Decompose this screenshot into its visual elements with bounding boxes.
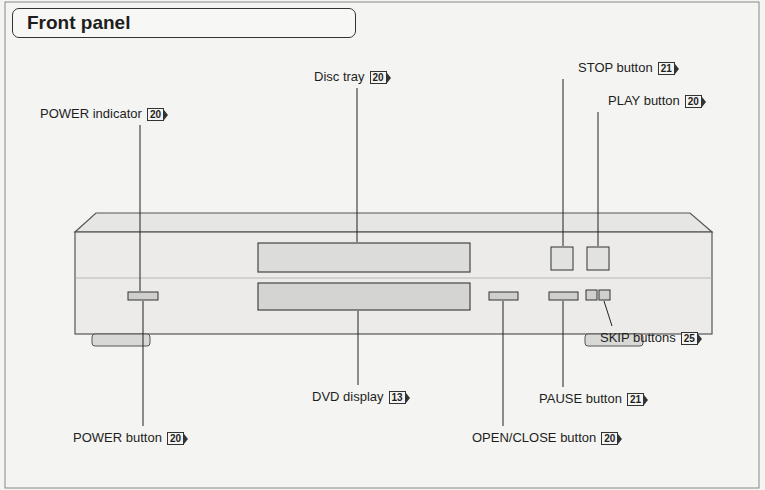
- part-name: Disc tray: [314, 69, 365, 84]
- part-name: OPEN/CLOSE button: [472, 430, 596, 445]
- dvd-display: [258, 283, 470, 310]
- part-name: POWER button: [73, 430, 162, 445]
- leader-lines: [140, 79, 612, 426]
- part-name: DVD display: [312, 389, 384, 404]
- panel-line: [75, 278, 712, 279]
- page-reference: 25: [681, 332, 698, 345]
- page-reference: 20: [601, 432, 618, 445]
- skip-button: [599, 290, 610, 300]
- play-button: [587, 247, 609, 270]
- part-name: PLAY button: [608, 93, 680, 108]
- page-reference: 20: [370, 71, 387, 84]
- player-front: [75, 232, 712, 334]
- section-heading: Front panel: [12, 8, 356, 38]
- pause-button: [549, 292, 578, 300]
- stop-button: [551, 247, 573, 270]
- page-reference: 13: [389, 391, 406, 404]
- page-reference: 21: [627, 393, 644, 406]
- part-name: STOP button: [578, 60, 653, 75]
- part-name: POWER indicator: [40, 106, 142, 121]
- page-reference: 20: [685, 95, 702, 108]
- foot: [92, 334, 150, 346]
- disc-tray: [258, 243, 470, 272]
- page-reference: 20: [147, 108, 164, 121]
- part-name: PAUSE button: [539, 391, 622, 406]
- open-close-button: [489, 292, 518, 300]
- skip-button: [586, 290, 597, 300]
- part-name: SKIP buttons: [600, 330, 676, 345]
- player-top: [75, 213, 712, 232]
- page-reference: 20: [167, 432, 184, 445]
- page-frame: [5, 2, 759, 488]
- page-reference: 21: [658, 62, 675, 75]
- power-button: [128, 292, 158, 300]
